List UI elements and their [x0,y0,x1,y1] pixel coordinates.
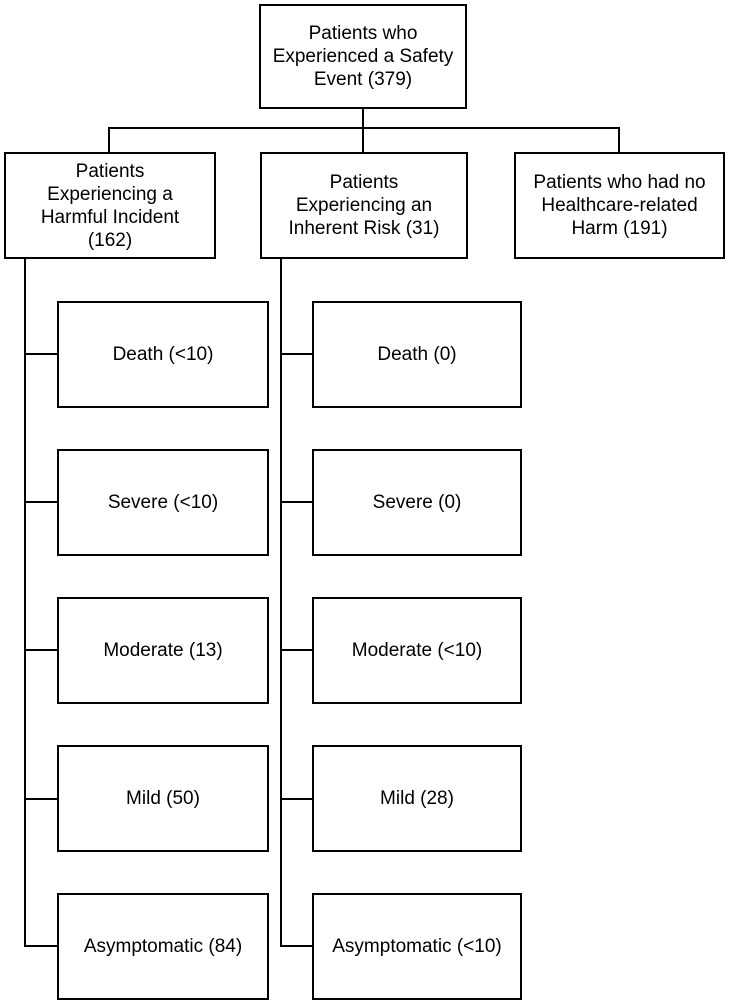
tick-branch-2-asymptomatic [280,945,314,947]
connector-root-down [362,107,364,129]
child-node-branch-1-mild: Mild (50) [57,745,269,852]
child-node-branch-2-death: Death (0) [312,301,522,408]
spine-branch-1 [24,258,26,947]
tick-branch-1-death [24,353,58,355]
root-node-label: Patients who Experienced a Safety Event … [272,23,454,90]
branch-node-label: Patients Experiencing a Harmful Incident… [40,160,180,251]
tick-branch-2-severe [280,501,314,503]
child-node-branch-1-moderate: Moderate (13) [57,597,269,704]
connector-to-branch-2 [362,127,364,153]
branch-node-inherent-risk: Patients Experiencing an Inherent Risk (… [260,152,468,259]
tick-branch-2-death [280,353,314,355]
tick-branch-1-moderate [24,649,58,651]
child-node-label: Death (0) [377,344,457,365]
child-node-branch-2-severe: Severe (0) [312,449,522,556]
child-node-branch-2-moderate: Moderate (<10) [312,597,522,704]
child-node-label: Mild (50) [126,788,200,809]
child-node-label: Severe (0) [372,492,462,513]
child-node-label: Moderate (13) [103,640,223,661]
branch-node-label: Patients who had no Healthcare-related H… [533,172,706,239]
branch-node-no-harm: Patients who had no Healthcare-related H… [514,152,725,259]
child-node-label: Mild (28) [380,788,454,809]
connector-to-branch-1 [108,127,110,153]
connector-to-branch-3 [618,127,620,153]
tick-branch-1-mild [24,798,58,800]
tick-branch-1-severe [24,501,58,503]
tick-branch-2-mild [280,798,314,800]
child-node-label: Death (<10) [112,344,214,365]
spine-branch-2 [280,258,282,947]
child-node-branch-2-asymptomatic: Asymptomatic (<10) [312,893,522,1000]
child-node-branch-1-asymptomatic: Asymptomatic (84) [57,893,269,1000]
branch-node-harmful-incident: Patients Experiencing a Harmful Incident… [4,152,216,259]
child-node-label: Asymptomatic (<10) [332,936,502,957]
child-node-label: Severe (<10) [107,492,219,513]
tick-branch-1-asymptomatic [24,945,58,947]
child-node-branch-1-death: Death (<10) [57,301,269,408]
child-node-branch-2-mild: Mild (28) [312,745,522,852]
tick-branch-2-moderate [280,649,314,651]
root-node: Patients who Experienced a Safety Event … [259,4,467,109]
child-node-label: Asymptomatic (84) [83,936,243,957]
branch-node-label: Patients Experiencing an Inherent Risk (… [288,172,440,239]
child-node-label: Moderate (<10) [351,640,483,661]
connector-horizontal-bar [108,127,620,129]
child-node-branch-1-severe: Severe (<10) [57,449,269,556]
